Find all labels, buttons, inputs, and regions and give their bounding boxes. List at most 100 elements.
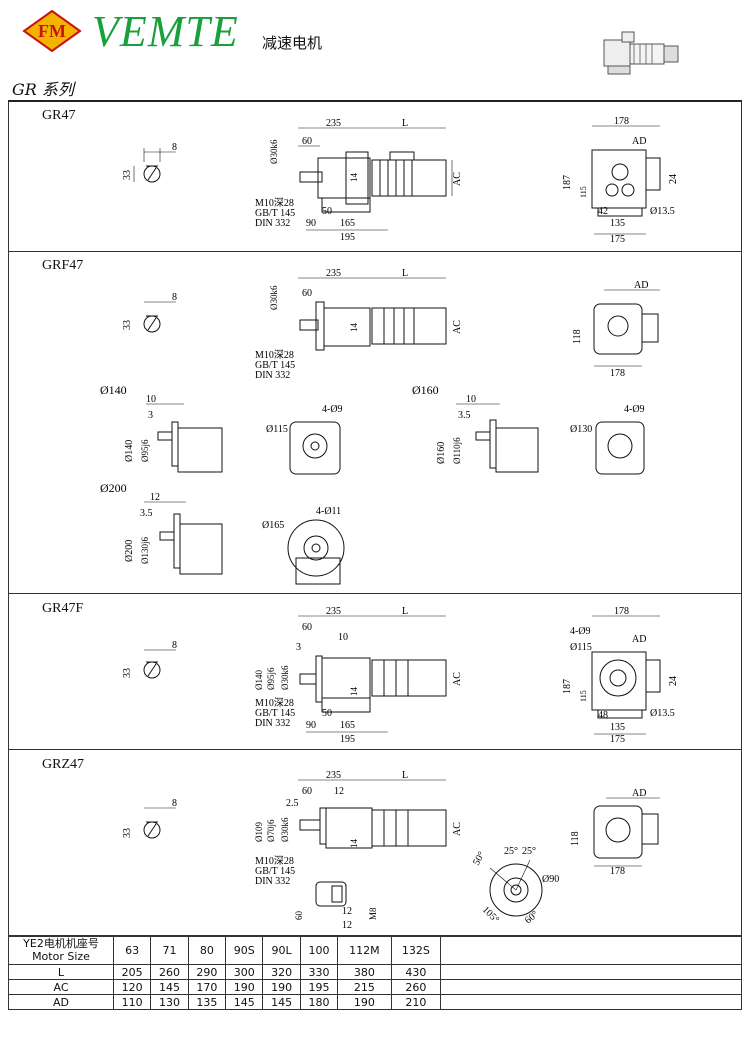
end-view: AD 118 178 [570,788,660,877]
shaft-key-detail: 8 33 [122,142,177,183]
size-cell: 80 [187,935,227,965]
svg-text:187: 187 [562,679,573,694]
svg-text:Ø200: Ø200 [124,540,135,562]
value-cell: 330 [299,964,339,980]
svg-text:L: L [402,606,408,617]
value-cell: 145 [150,979,189,995]
value-cell: 110 [112,994,152,1010]
row-label: L [8,964,114,980]
svg-text:3: 3 [148,410,153,421]
center-hole-note-3: DIN 332 [255,218,290,229]
drawing-grf47: 8 33 235 L 60 Ø30k6 AC 14 M10深28 GB/T 14… [100,268,660,585]
brand-logo: FM [22,9,82,53]
svg-text:Ø140: Ø140 [254,670,264,690]
value-cell: 130 [150,994,189,1010]
end-dim-115: 115 [579,186,588,198]
brand-name: VEMTE [92,7,239,56]
svg-text:Ø130j6: Ø130j6 [140,537,150,565]
svg-text:Ø160: Ø160 [436,442,447,464]
svg-text:118: 118 [570,831,581,846]
svg-text:3.5: 3.5 [458,410,471,421]
svg-text:8: 8 [172,640,177,651]
dim-L: L [402,118,408,129]
svg-text:165: 165 [340,720,355,731]
value-cell: 195 [299,979,339,995]
svg-text:M10深28: M10深28 [255,855,294,867]
svg-text:60: 60 [302,288,312,299]
end-dim-42: 42 [598,206,608,217]
flange-200: Ø200 12 3.5 Ø200 Ø130j6 Ø165 4-Ø11 [100,481,345,585]
shaft-key-detail: 8 33 [122,798,177,839]
dim-60: 60 [302,136,312,147]
svg-text:8: 8 [172,798,177,809]
svg-text:235: 235 [326,770,341,781]
svg-text:60: 60 [302,622,312,633]
svg-text:DIN 332: DIN 332 [255,718,290,729]
dim-AC: AC [452,172,463,186]
value-cell: 430 [390,964,442,980]
header-label-cn: YE2电机机座号 [23,937,99,950]
svg-text:Ø200: Ø200 [100,481,127,495]
svg-text:AC: AC [452,672,463,686]
empty-cell [440,964,742,980]
svg-text:118: 118 [572,329,583,344]
svg-text:175: 175 [610,734,625,745]
end-view: AD 118 178 [572,280,660,379]
dim-195: 195 [340,232,355,243]
header-label-en: Motor Size [32,950,90,963]
svg-text:Ø160: Ø160 [412,383,439,397]
svg-text:3: 3 [296,642,301,653]
key-height-label: 33 [122,170,133,180]
value-cell: 180 [299,994,339,1010]
svg-text:Ø95j6: Ø95j6 [266,667,276,690]
svg-text:60°: 60° [523,909,541,926]
svg-text:115: 115 [579,690,588,702]
svg-text:4-Ø9: 4-Ø9 [624,404,645,415]
svg-text:AD: AD [634,280,648,291]
end-dim-24: 24 [668,174,679,184]
svg-text:4-Ø9: 4-Ø9 [322,404,343,415]
svg-text:235: 235 [326,606,341,617]
svg-text:3.5: 3.5 [140,508,153,519]
svg-text:AC: AC [452,320,463,334]
dim-90: 90 [306,218,316,229]
svg-text:Ø95j6: Ø95j6 [140,439,150,462]
svg-text:Ø90: Ø90 [542,874,559,885]
shaft-key-detail: 8 33 [122,640,177,679]
svg-text:Ø109: Ø109 [254,822,264,842]
end-view: 178 AD 187 115 24 42 135 175 Ø13.5 [562,116,679,245]
logo-text: FM [38,21,66,41]
side-view: 235 L 60 Ø30k6 AC 14 50 90 165 195 M10深2… [255,118,463,243]
empty-cell [440,935,742,965]
svg-text:Ø130: Ø130 [570,424,592,435]
svg-text:L: L [402,268,408,279]
dim-shaft-dia: Ø30k6 [269,139,279,164]
svg-text:GB/T 145: GB/T 145 [255,866,295,877]
drawing-gr47: 8 33 235 L 60 Ø30k6 AC 14 50 90 165 195 … [122,116,679,245]
svg-text:135: 135 [610,722,625,733]
svg-text:4-Ø11: 4-Ø11 [316,506,341,517]
center-hole-note-2: GB/T 145 [255,208,295,219]
svg-text:25°: 25° [522,846,536,857]
dim-14: 14 [349,173,359,183]
end-dim-178: 178 [614,116,629,127]
svg-text:Ø115: Ø115 [570,642,592,653]
size-cell: 100 [299,935,339,965]
svg-text:178: 178 [610,368,625,379]
value-cell: 205 [112,964,152,980]
svg-text:12: 12 [342,906,352,917]
svg-text:178: 178 [614,606,629,617]
gearmotor-thumbnail [600,26,684,83]
svg-text:235: 235 [326,268,341,279]
dim-235: 235 [326,118,341,129]
value-cell: 145 [262,994,301,1010]
key-width-label: 8 [172,142,177,153]
table-row: AC 120 145 170 190 190 195 215 260 [8,979,742,995]
svg-text:M8: M8 [368,907,378,920]
end-dim-AD: AD [632,136,646,147]
svg-text:M10深28: M10深28 [255,697,294,709]
section-divider [8,251,742,252]
svg-text:Ø115: Ø115 [266,424,288,435]
value-cell: 120 [112,979,152,995]
section-divider [8,749,742,750]
